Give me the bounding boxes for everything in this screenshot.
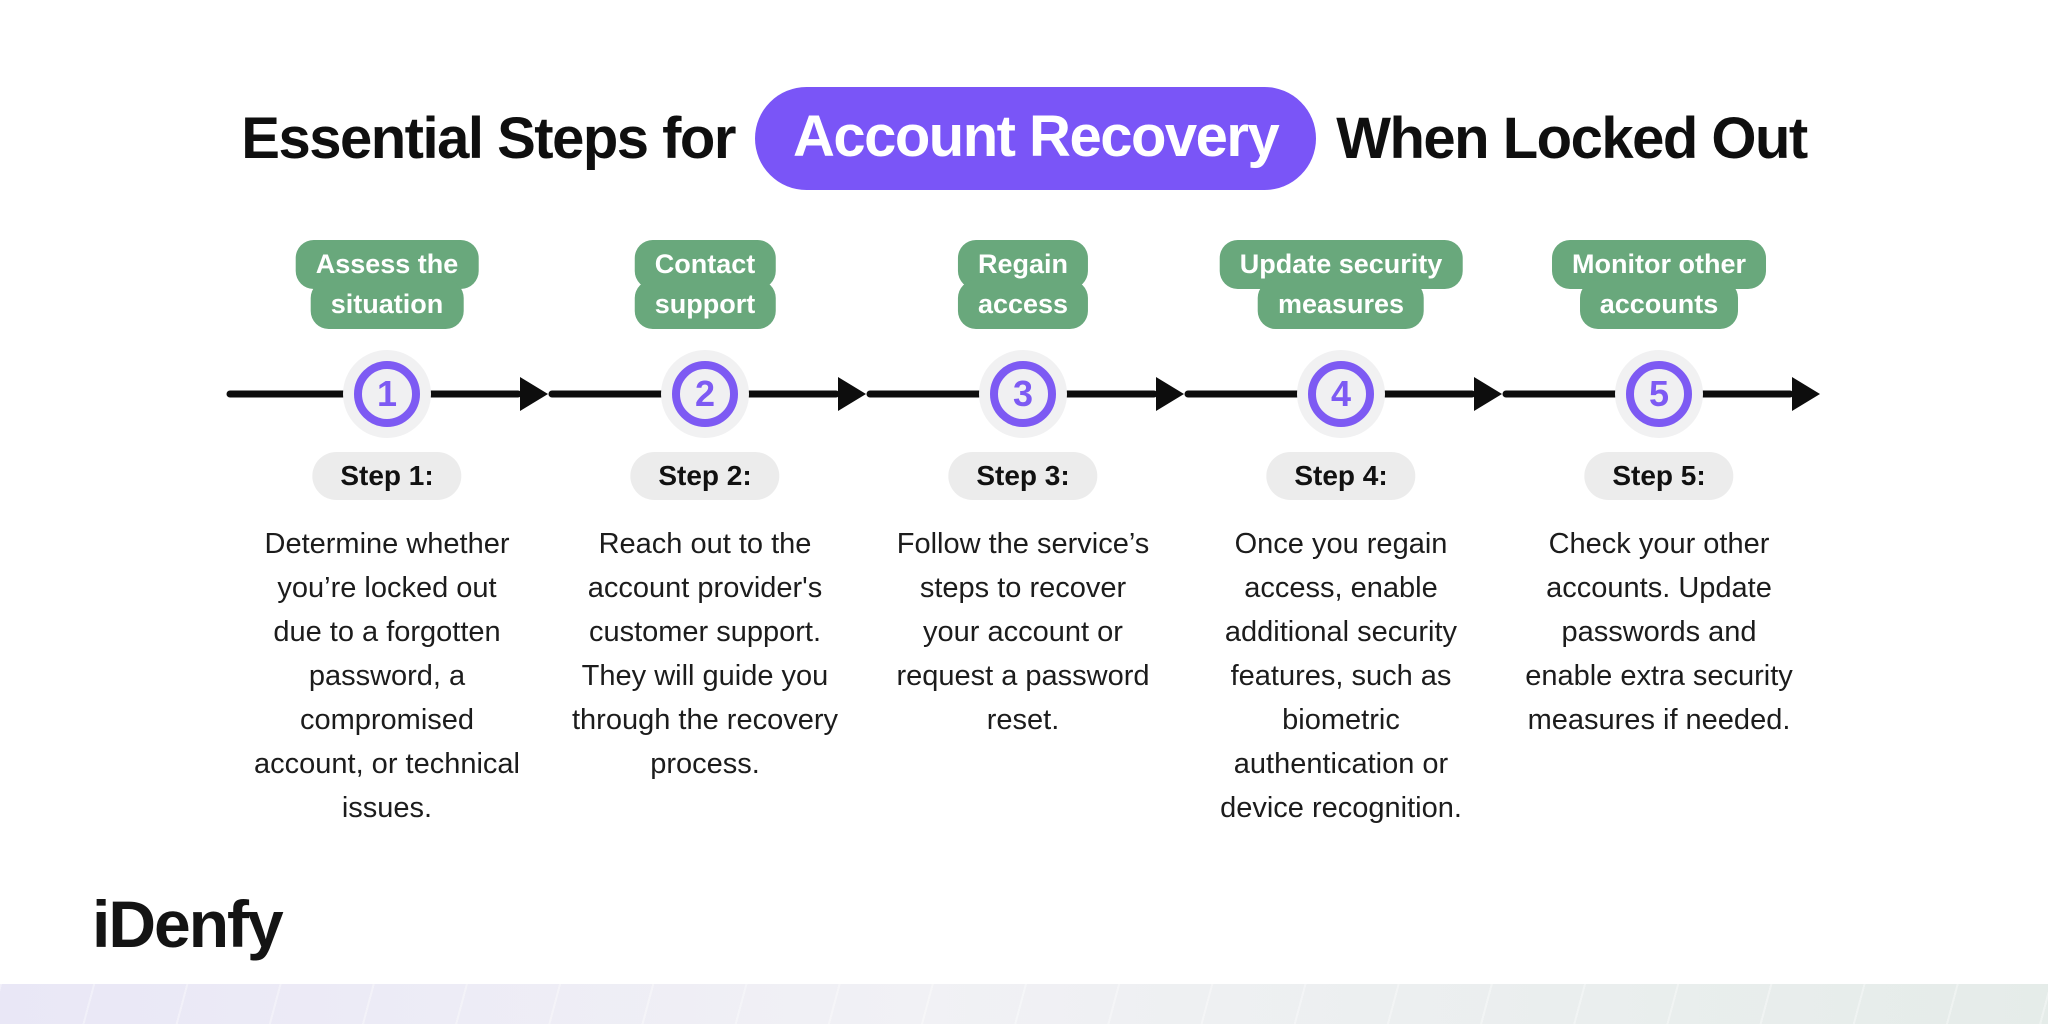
step-label-pill: Step 2:: [630, 452, 780, 500]
timeline-arrows: [520, 377, 1820, 411]
step-description: Reach out to the account provider's cust…: [572, 528, 838, 780]
arrow-right-icon: [838, 377, 866, 411]
step-label-pill: Step 4:: [1266, 452, 1416, 500]
step-column-4: Update security measures 4 Step 4: Once …: [1182, 240, 1500, 960]
arrow-right-icon: [1792, 377, 1820, 411]
step-column-2: Contact support 2 Step 2: Reach out to t…: [546, 240, 864, 960]
step-circle: 4: [1297, 350, 1385, 438]
step-circle: 3: [979, 350, 1067, 438]
page-title: Essential Steps for Account Recovery Whe…: [0, 82, 2048, 194]
step-description: Follow the service’s steps to recover yo…: [896, 528, 1150, 736]
step-label-pill: Step 3:: [948, 452, 1098, 500]
steps-row: Assess the situation 1 Step 1: Determine…: [228, 240, 1818, 960]
badge-line: Update security: [1219, 240, 1463, 289]
step-label-pill: Step 5:: [1584, 452, 1734, 500]
step-badge: Regain access: [957, 240, 1089, 329]
step-label-pill: Step 1:: [312, 452, 462, 500]
badge-line: support: [634, 280, 776, 329]
step-circle: 2: [661, 350, 749, 438]
step-number: 1: [354, 361, 420, 427]
step-number: 2: [672, 361, 738, 427]
step-column-3: Regain access 3 Step 3: Follow the servi…: [864, 240, 1182, 960]
arrow-right-icon: [1156, 377, 1184, 411]
step-number: 3: [990, 361, 1056, 427]
step-column-1: Assess the situation 1 Step 1: Determine…: [228, 240, 546, 960]
title-prefix: Essential Steps for: [241, 105, 736, 171]
badge-line: access: [957, 280, 1089, 329]
step-circle: 5: [1615, 350, 1703, 438]
badge-line: measures: [1257, 280, 1425, 329]
title-highlight-pill: Account Recovery: [754, 86, 1317, 190]
badge-line: situation: [310, 280, 464, 329]
step-description: Check your other accounts. Update passwo…: [1525, 528, 1793, 736]
step-badge: Contact support: [634, 240, 776, 329]
idenfy-logo: iDenfy: [92, 887, 284, 961]
bottom-gradient-strip: [0, 984, 2048, 1024]
arrow-right-icon: [520, 377, 548, 411]
step-badge: Assess the situation: [295, 240, 479, 329]
title-suffix: When Locked Out: [1336, 105, 1808, 171]
step-number: 4: [1308, 361, 1374, 427]
step-circle: 1: [343, 350, 431, 438]
step-badge: Monitor other accounts: [1552, 240, 1766, 329]
badge-line: accounts: [1579, 280, 1739, 329]
step-number: 5: [1626, 361, 1692, 427]
step-description: Determine whether you’re locked out due …: [254, 528, 520, 824]
arrow-right-icon: [1474, 377, 1502, 411]
step-column-5: Monitor other accounts 5 Step 5: Check y…: [1500, 240, 1818, 960]
step-description: Once you regain access, enable additiona…: [1220, 528, 1462, 824]
step-badge: Update security measures: [1219, 240, 1463, 329]
